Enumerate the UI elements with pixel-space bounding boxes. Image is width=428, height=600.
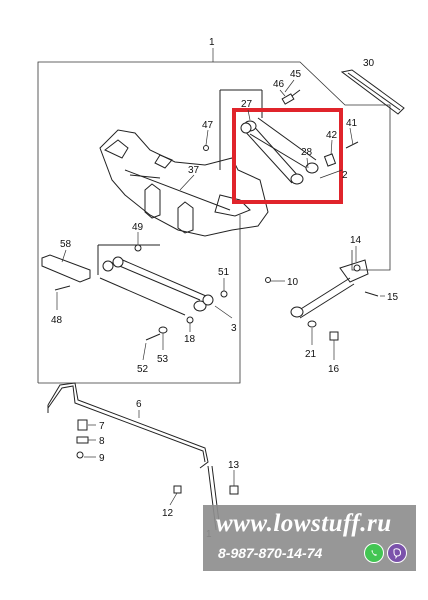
label-42: 42 [326, 130, 338, 141]
label-3: 3 [231, 323, 237, 334]
label-6: 6 [136, 399, 142, 410]
part-labels: 1 45 46 30 27 47 42 41 28 2 37 49 58 51 … [51, 37, 399, 540]
watermark-phone[interactable]: 8-987-870-14-74 [218, 545, 323, 561]
label-27: 27 [241, 99, 253, 110]
label-16: 16 [328, 364, 340, 375]
label-8: 8 [99, 436, 105, 447]
label-14: 14 [350, 235, 362, 246]
label-37: 37 [188, 165, 200, 176]
label-41: 41 [346, 118, 358, 129]
label-9: 9 [99, 453, 105, 464]
label-7: 7 [99, 421, 105, 432]
lateral-link [265, 259, 379, 341]
label-51: 51 [218, 267, 230, 278]
lower-link [41, 244, 228, 341]
highlight-box [232, 108, 343, 204]
label-46: 46 [273, 79, 285, 90]
label-30: 30 [363, 58, 375, 69]
label-12: 12 [162, 508, 174, 519]
label-45: 45 [290, 69, 302, 80]
label-18: 18 [184, 334, 196, 345]
label-2: 2 [342, 170, 348, 181]
assembly-frame-lower [38, 215, 241, 384]
watermark-url[interactable]: www.lowstuff.ru [216, 510, 392, 537]
label-28: 28 [301, 147, 313, 158]
leader-lines [56, 79, 385, 506]
label-13: 13 [228, 460, 240, 471]
label-49: 49 [132, 222, 144, 233]
whatsapp-icon[interactable] [364, 543, 384, 563]
label-48: 48 [51, 315, 63, 326]
crossmember [99, 129, 269, 237]
label-53: 53 [157, 354, 169, 365]
label-58: 58 [60, 239, 72, 250]
label-52: 52 [137, 364, 149, 375]
label-15: 15 [387, 292, 399, 303]
viber-icon[interactable] [387, 543, 407, 563]
label-47: 47 [202, 120, 214, 131]
label-10: 10 [287, 277, 299, 288]
label-21: 21 [305, 349, 317, 360]
upper-links [203, 89, 359, 185]
label-1: 1 [209, 37, 215, 48]
trim-strip [340, 69, 405, 115]
